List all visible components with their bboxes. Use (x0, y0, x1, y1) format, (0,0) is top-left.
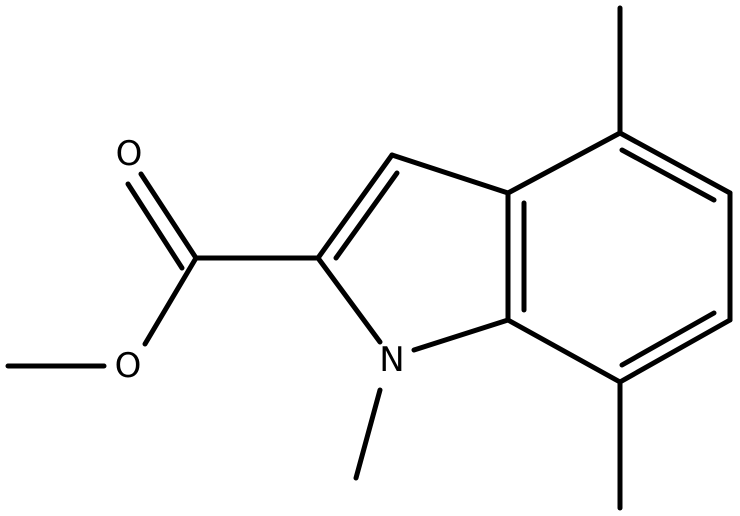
bond-c3a-c4 (505, 130, 623, 196)
bond-carbonyl-double-1 (138, 171, 199, 261)
bond-c3a-c3 (389, 152, 511, 196)
bond-c4-c5-inner (619, 147, 717, 203)
carbonyl-oxygen-label: O (116, 134, 143, 174)
bond-c6-c7 (617, 317, 733, 385)
bond-c3-c2-inner (333, 170, 400, 261)
bond-c3-c2 (315, 152, 395, 261)
bond-c7-c7a (505, 317, 623, 385)
ester-oxygen-label: O (115, 346, 142, 386)
bond-c2-n1 (315, 255, 383, 345)
bond-n1-c7a (411, 317, 511, 353)
bond-c6-c7-inner (619, 310, 717, 368)
bond-carbonyl-carbon-ester-oxygen (142, 255, 199, 347)
ring-nitrogen-label: N (379, 340, 404, 380)
bond-n1-methyl (353, 387, 383, 481)
bond-c4-c5 (617, 130, 733, 196)
bond-carbonyl-double-2 (125, 181, 185, 271)
